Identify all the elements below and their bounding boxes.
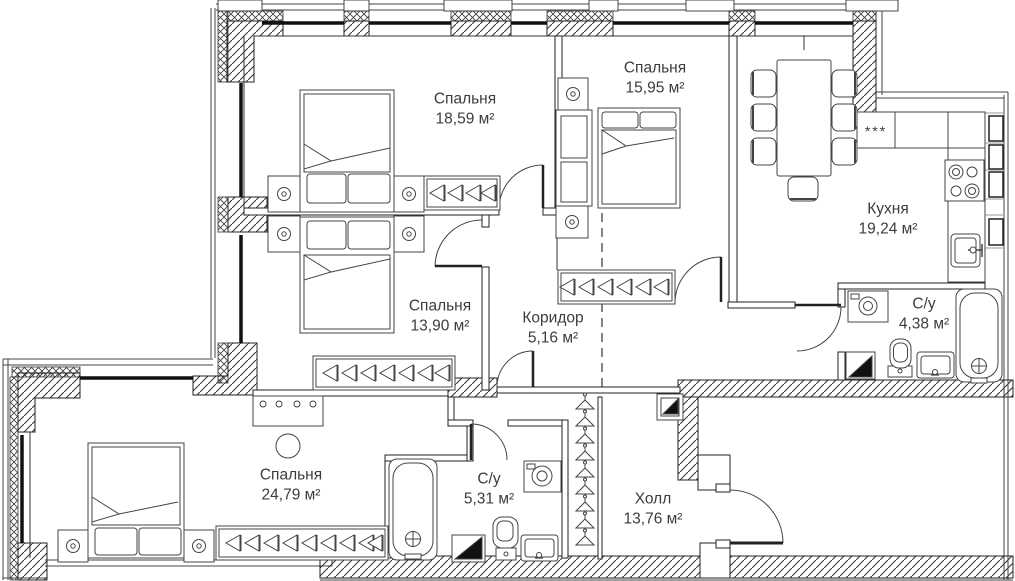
room-label-bedroom-1: Спальня 18,59 м² [434,90,496,131]
bed-icon [299,89,395,213]
entrance-door [729,489,784,545]
wall-faces [29,35,853,558]
electrical-panel-icon [656,393,684,421]
room-area: 24,79 м² [261,487,321,504]
coat-hanger-rack [574,392,596,546]
room-label-bathroom-1: С/у 4,38 м² [899,295,949,336]
room-area: 5,31 м² [463,491,515,508]
bathroom-sink-icon [916,351,955,379]
bathtub-icon [388,458,438,561]
shower-drain-icon [845,351,876,380]
room-name: С/у [477,470,501,488]
toilet-icon [492,516,519,561]
wardrobe-icon [555,109,593,207]
chair-icon [750,69,858,202]
walls-hatched [17,20,1014,581]
nightstand-icon [57,529,215,563]
coat-hanger-icon [574,392,596,546]
room-name: С/у [912,295,936,313]
room-label-bedroom-4: Спальня 24,79 м² [260,466,322,507]
washing-machine-icon [847,290,889,323]
bathroom-sink-icon [520,534,559,562]
dresser-icon [252,395,324,427]
room-name: Спальня [408,297,472,315]
bathtub-icon [955,288,1003,384]
room-label-bedroom-3: Спальня 13,90 м² [409,297,471,338]
door-bedroom-1 [498,164,545,209]
stool-icon [275,433,301,459]
room-label-kitchen: Кухня 19,24 м² [859,200,918,241]
room-area: 18,59 м² [435,111,495,128]
toilet-icon [887,338,913,378]
fridge-icon [856,111,896,149]
room-label-bedroom-2: Спальня 15,95 м² [624,59,686,100]
room-area: 4,38 м² [898,316,950,333]
nightstand-icon [555,77,589,239]
right-wall-windows [988,115,1004,246]
door-bedroom-3 [434,219,483,268]
room-name: Кухня [867,200,909,218]
fridge-label: *** [864,123,888,139]
room-name: Холл [634,490,672,508]
bed-icon [597,107,681,209]
closet-icon [312,355,456,391]
room-area: 13,76 м² [623,511,683,528]
room-name: Спальня [433,90,497,108]
facade-tabs [217,0,899,12]
door-bathroom-2 [469,423,508,461]
nightstand-icon [267,215,425,253]
shower-drain-icon [451,534,486,563]
room-label-bathroom-2: С/у 5,31 м² [464,470,514,511]
door-bathroom-1 [795,303,842,352]
room-area: 15,95 м² [625,80,685,97]
bed-icon [87,442,185,559]
closet-icon [557,269,676,305]
room-area: 13,90 м² [410,318,470,335]
room-name: Спальня [259,466,323,484]
room-label-corridor: Коридор 5,16 м² [522,309,583,350]
stove-icon [944,159,985,202]
bed-icon [299,216,395,334]
windows [20,21,853,543]
kitchen-sink-icon [950,233,983,268]
closet-icon [215,525,389,561]
door-bedroom-2 [674,256,723,303]
dining-table-icon [750,59,858,202]
room-name: Коридор [522,309,584,327]
room-label-hall: Холл 13,76 м² [624,490,683,531]
room-area: 5,16 м² [527,330,579,347]
right-wall-sills [985,112,1003,249]
washing-machine-icon [523,460,562,493]
room-area: 19,24 м² [858,221,918,238]
door-corridor [496,350,535,388]
nightstand-icon [267,175,425,213]
closet-icon [423,175,501,211]
room-name: Спальня [623,59,687,77]
